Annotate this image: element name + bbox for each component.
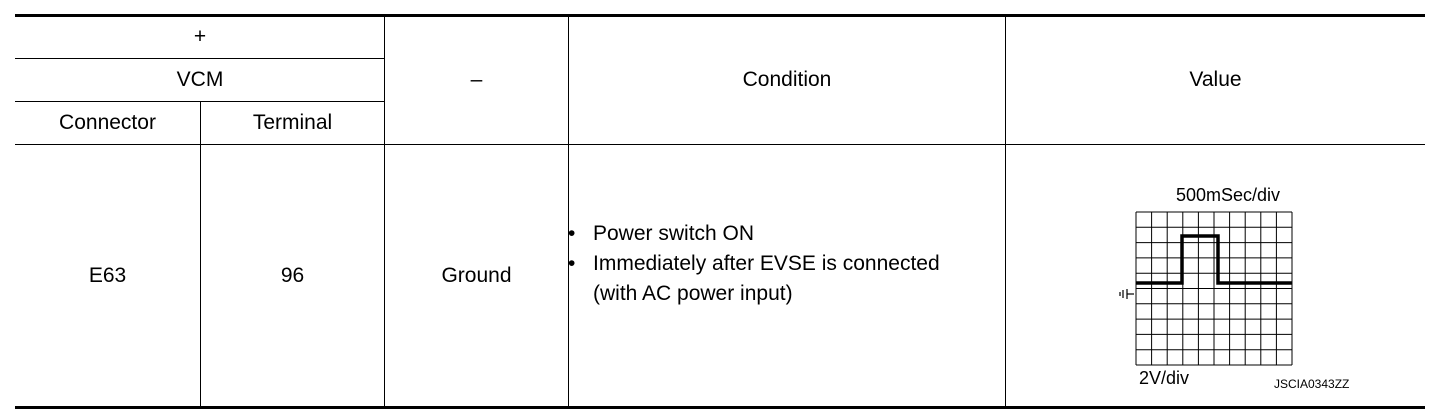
waveform-trace — [1136, 234, 1292, 285]
col-divider-condition — [1005, 16, 1006, 406]
ground-symbol — [1119, 289, 1134, 299]
header-plus: + — [193, 25, 207, 48]
header-divider-2 — [15, 101, 385, 102]
condition-item: • Immediately after EVSE is connected — [568, 249, 940, 279]
condition-item: • Power switch ON — [568, 219, 940, 249]
condition-list: • Power switch ON • Immediately after EV… — [568, 219, 940, 309]
header-condition: Condition — [742, 68, 832, 91]
header-divider-1 — [15, 58, 385, 59]
col-divider-terminal — [384, 16, 385, 406]
cell-terminal: 96 — [280, 263, 305, 287]
oscilloscope-grid — [1135, 211, 1293, 366]
table-top-border — [15, 14, 1425, 17]
cell-connector: E63 — [88, 263, 127, 287]
col-divider-minus — [568, 16, 569, 406]
table-bottom-border — [15, 406, 1425, 409]
terminal-table: + VCM Connector Terminal – Condition Val… — [15, 14, 1425, 410]
col-divider-connector — [200, 102, 201, 406]
header-module: VCM — [176, 68, 224, 91]
figure-id: JSCIA0343ZZ — [1274, 377, 1350, 391]
condition-text: Power switch ON — [593, 222, 755, 245]
bullet: • — [568, 252, 576, 275]
waveform-figure: 500mSec/div 2V/div JSCIA0343ZZ — [1112, 182, 1402, 398]
header-bottom-border — [15, 144, 1425, 145]
header-terminal: Terminal — [252, 111, 333, 134]
oscilloscope-graph — [1119, 211, 1293, 366]
time-div-label: 500mSec/div — [1176, 185, 1281, 205]
condition-continuation: (with AC power input) — [593, 282, 793, 305]
header-value: Value — [1189, 68, 1242, 91]
condition-text: Immediately after EVSE is connected — [593, 252, 940, 275]
cell-minus: Ground — [441, 263, 512, 287]
header-connector: Connector — [59, 111, 156, 134]
header-minus: – — [470, 68, 483, 91]
bullet: • — [568, 222, 576, 245]
volt-div-label: 2V/div — [1139, 368, 1190, 388]
